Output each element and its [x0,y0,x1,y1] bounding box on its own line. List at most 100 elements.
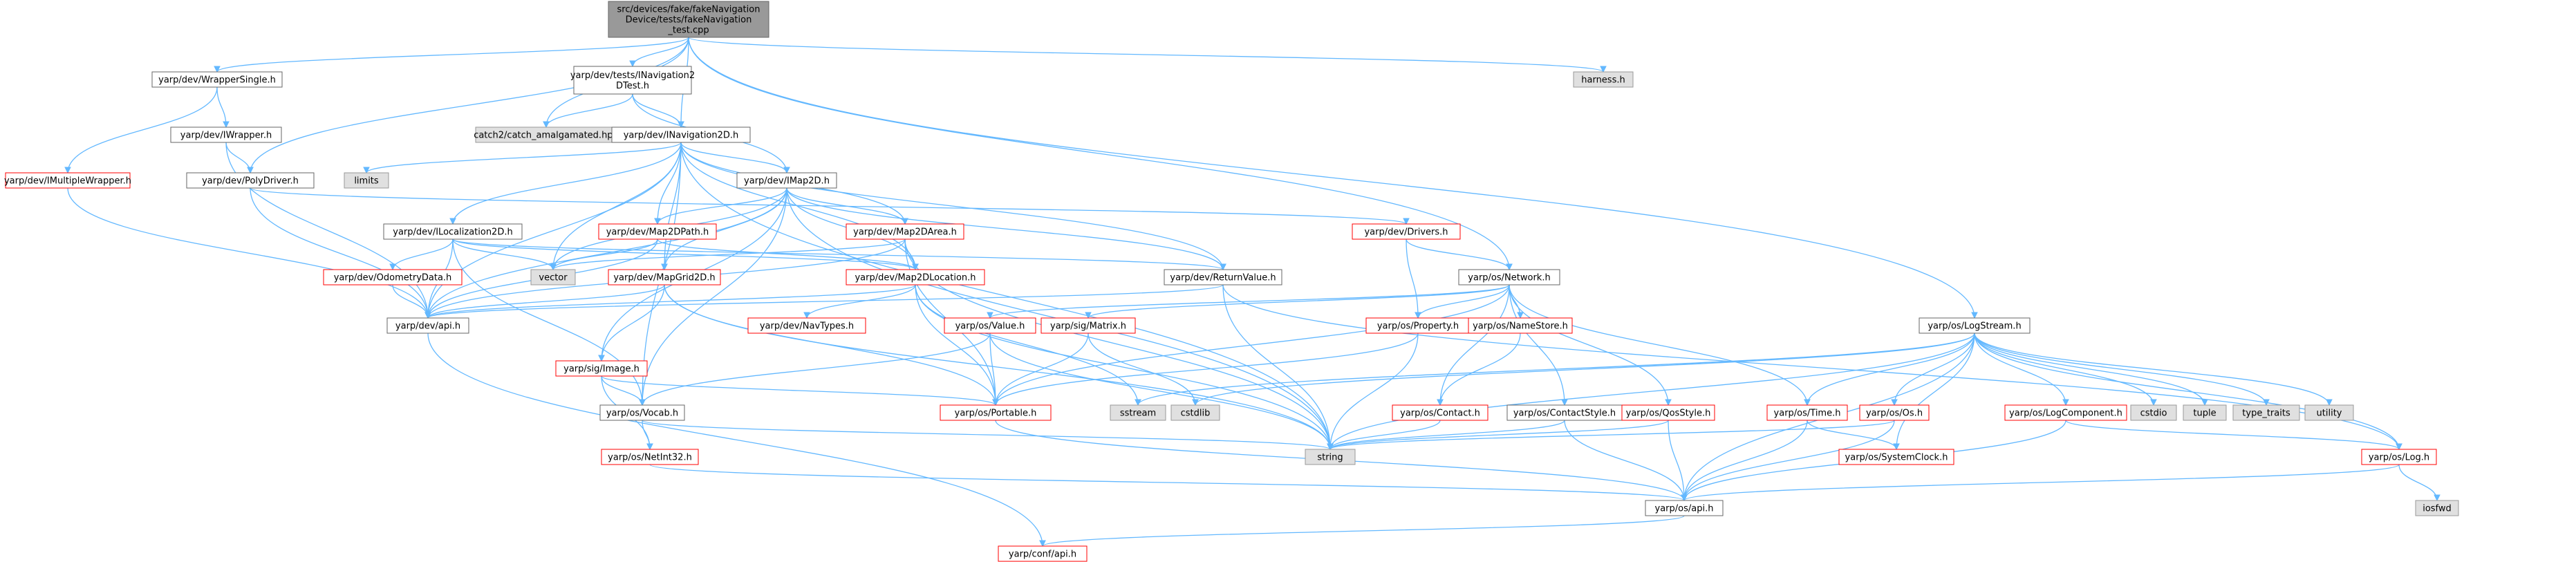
node-qosstyle[interactable]: yarp/os/QosStyle.h [1621,404,1715,421]
edge-logstream-to-logcomponent [1974,332,2069,406]
node-ostime[interactable]: yarp/os/Time.h [1766,404,1848,421]
node-property[interactable]: yarp/os/Property.h [1365,317,1471,334]
node-osos[interactable]: yarp/os/Os.h [1859,404,1930,421]
edge-sigmatrix-to-cstdlib [1088,332,1199,406]
node-catch2[interactable]: catch2/catch_amalgamated.hpp [474,127,619,143]
node-box [611,127,751,143]
node-vocab[interactable]: yarp/os/Vocab.h [599,404,685,421]
edge-testnav-to-inav2d [632,93,684,129]
node-sigimage[interactable]: yarp/sig/Image.h [555,360,648,377]
node-map2dpath[interactable]: yarp/dev/Map2DPath.h [598,223,717,240]
node-box [599,404,685,421]
node-box [944,317,1036,334]
node-limits[interactable]: limits [344,172,389,189]
edge-testnav-to-catch2 [543,93,633,129]
node-iwrapper[interactable]: yarp/dev/IWrapper.h [170,127,282,143]
node-iloc2d[interactable]: yarp/dev/ILocalization2D.h [383,223,523,240]
node-imap2d[interactable]: yarp/dev/IMap2D.h [736,172,837,189]
node-oslog[interactable]: yarp/os/Log.h [2361,449,2437,465]
node-navtypes[interactable]: yarp/dev/NavTypes.h [747,317,866,334]
edge-sigimage-to-vocab [601,375,646,406]
node-label: yarp/os/Os.h [1866,409,1923,419]
node-label: yarp/os/Vocab.h [606,409,678,419]
node-polydriver[interactable]: yarp/dev/PolyDriver.h [186,172,315,189]
node-osapi[interactable]: yarp/os/api.h [1645,500,1724,516]
node-label: yarp/dev/MapGrid2D.h [613,273,715,283]
edge-osapi-to-confapi [1039,515,1685,547]
node-contactstyle[interactable]: yarp/os/ContactStyle.h [1506,404,1623,421]
node-cstdio[interactable]: cstdio [2130,404,2177,421]
node-harness[interactable]: harness.h [1573,71,1634,88]
node-confapi[interactable]: yarp/conf/api.h [998,545,1088,562]
node-typetraits[interactable]: type_traits [2232,404,2300,421]
node-box [1645,500,1724,516]
node-label: src/devices/fake/fakeNavigation [617,5,760,15]
node-root[interactable]: src/devices/fake/fakeNavigationDevice/te… [608,1,769,38]
node-label: harness.h [1581,75,1625,86]
edge-returnvalue-to-devapi [424,284,1224,319]
node-inav2d[interactable]: yarp/dev/INavigation2D.h [611,127,751,143]
node-drivers[interactable]: yarp/dev/Drivers.h [1352,223,1461,240]
node-box [598,223,717,240]
node-box [186,172,315,189]
edge-map2dloc-to-navtypes [803,284,916,319]
node-box [2415,500,2459,516]
node-box [386,317,469,334]
node-imultiwrapper[interactable]: yarp/dev/IMultipleWrapper.h [4,172,131,189]
node-network[interactable]: yarp/os/Network.h [1458,269,1560,285]
edge-iwrapper-to-polydriver [225,142,254,174]
node-box [2183,404,2227,421]
node-label: limits [354,176,379,187]
node-devapi[interactable]: yarp/dev/api.h [386,317,469,334]
edge-logstream-to-ostime [1804,332,1975,406]
node-box [1573,71,1634,88]
node-label: yarp/dev/Map2DPath.h [606,227,709,238]
edge-network-to-qosstyle [1509,284,1672,406]
node-sigmatrix[interactable]: yarp/sig/Matrix.h [1040,317,1136,334]
node-netint32[interactable]: yarp/os/NetInt32.h [601,449,699,465]
node-box [2130,404,2177,421]
node-string[interactable]: string [1305,449,1356,465]
edge-network-to-ostime [1509,284,1811,406]
edge-logcomponent-to-oslog [2065,420,2402,451]
edge-devapi-to-confapi [427,332,1046,547]
nodes-layer: src/devices/fake/fakeNavigationDevice/te… [4,1,2459,562]
node-portable[interactable]: yarp/os/Portable.h [940,404,1052,421]
edge-logstream-to-string [1327,332,1975,451]
node-sstream[interactable]: sstream [1110,404,1166,421]
node-systemclock[interactable]: yarp/os/SystemClock.h [1838,449,1954,465]
node-iosfwd[interactable]: iosfwd [2415,500,2459,516]
node-label: yarp/os/NetInt32.h [608,453,692,463]
edge-network-to-property [1415,284,1510,319]
node-contact[interactable]: yarp/os/Contact.h [1392,404,1488,421]
node-label: yarp/os/Value.h [955,321,1025,332]
edge-wrappersingle-to-imultiwrapper [64,86,218,174]
node-box [608,269,721,285]
node-box [1621,404,1715,421]
node-cstdlib[interactable]: cstdlib [1170,404,1220,421]
node-box [1766,404,1848,421]
node-box [846,223,964,240]
node-logcomponent[interactable]: yarp/os/LogComponent.h [2004,404,2127,421]
node-label: yarp/dev/Map2DLocation.h [855,273,976,283]
node-box [323,269,463,285]
node-label: yarp/os/ContactStyle.h [1513,409,1616,419]
node-mapgrid2d[interactable]: yarp/dev/MapGrid2D.h [608,269,721,285]
node-label: string [1317,453,1343,463]
node-label: yarp/os/LogStream.h [1928,321,2021,332]
node-map2dloc[interactable]: yarp/dev/Map2DLocation.h [846,269,985,285]
node-tuple[interactable]: tuple [2183,404,2227,421]
node-map2darea[interactable]: yarp/dev/Map2DArea.h [846,223,964,240]
node-namestore[interactable]: yarp/os/NameStore.h [1468,317,1573,334]
node-odometry[interactable]: yarp/dev/OdometryData.h [323,269,463,285]
edge-imap2d-to-map2dpath [654,187,787,225]
node-utility[interactable]: utility [2304,404,2354,421]
node-wrappersingle[interactable]: yarp/dev/WrapperSingle.h [151,71,283,88]
node-logstream[interactable]: yarp/os/LogStream.h [1919,317,2031,334]
edge-mapgrid2d-to-sigimage [598,284,665,362]
edges-layer [64,37,2440,547]
node-returnvalue[interactable]: yarp/dev/ReturnValue.h [1164,269,1282,285]
node-osvalue[interactable]: yarp/os/Value.h [944,317,1036,334]
node-vector[interactable]: vector [530,269,576,285]
